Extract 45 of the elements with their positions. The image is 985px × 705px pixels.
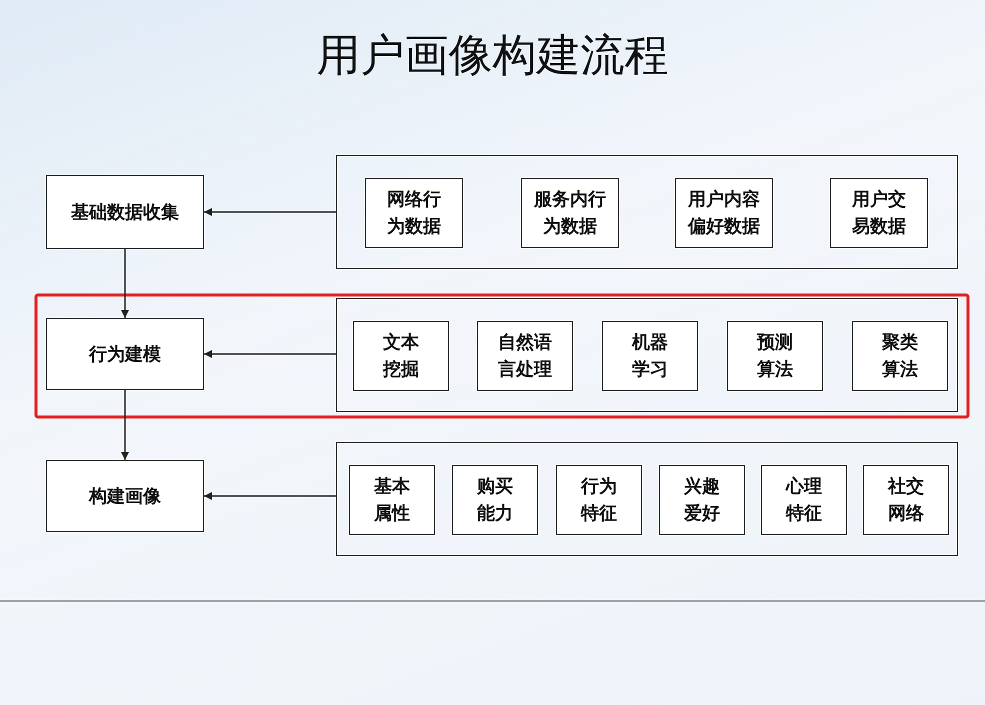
arrow — [121, 249, 129, 318]
process-box — [46, 175, 204, 249]
box-label: 网络行为数据 — [386, 188, 442, 239]
box-label: 服务内行为数据 — [533, 188, 607, 239]
item-box — [727, 321, 823, 391]
diagram-title: 用户画像构建流程 — [316, 30, 670, 82]
item-box — [659, 465, 745, 535]
group-box — [336, 442, 958, 556]
box-label: 兴趣爱好 — [683, 475, 721, 526]
process-box — [46, 318, 204, 390]
box-label: 行为特征 — [580, 475, 618, 526]
item-box — [349, 465, 435, 535]
box-label: 社交网络 — [887, 475, 925, 526]
item-box — [863, 465, 949, 535]
item-box — [477, 321, 573, 391]
group-box — [336, 298, 958, 412]
box-label: 构建画像 — [88, 484, 162, 508]
box-label: 用户交易数据 — [851, 188, 907, 239]
box-label: 文本挖掘 — [382, 331, 420, 382]
box-label: 机器学习 — [631, 331, 669, 382]
arrow — [204, 350, 336, 358]
arrow — [204, 492, 336, 500]
item-box — [830, 178, 928, 248]
arrow — [121, 390, 129, 460]
item-box — [521, 178, 619, 248]
process-box — [46, 460, 204, 532]
item-box — [675, 178, 773, 248]
box-label: 行为建模 — [88, 342, 162, 366]
box-label: 基本属性 — [373, 475, 411, 526]
item-box — [852, 321, 948, 391]
item-box — [602, 321, 698, 391]
group-box — [336, 155, 958, 269]
box-label: 购买能力 — [476, 475, 514, 526]
box-label: 心理特征 — [785, 475, 823, 526]
item-box — [353, 321, 449, 391]
box-label: 聚类算法 — [881, 331, 919, 382]
box-label: 用户内容偏好数据 — [687, 188, 761, 239]
box-label: 预测算法 — [756, 331, 794, 382]
box-label: 基础数据收集 — [70, 200, 180, 224]
arrow — [204, 208, 336, 216]
box-label: 自然语言处理 — [497, 331, 553, 382]
item-box — [556, 465, 642, 535]
item-box — [452, 465, 538, 535]
item-box — [761, 465, 847, 535]
item-box — [365, 178, 463, 248]
